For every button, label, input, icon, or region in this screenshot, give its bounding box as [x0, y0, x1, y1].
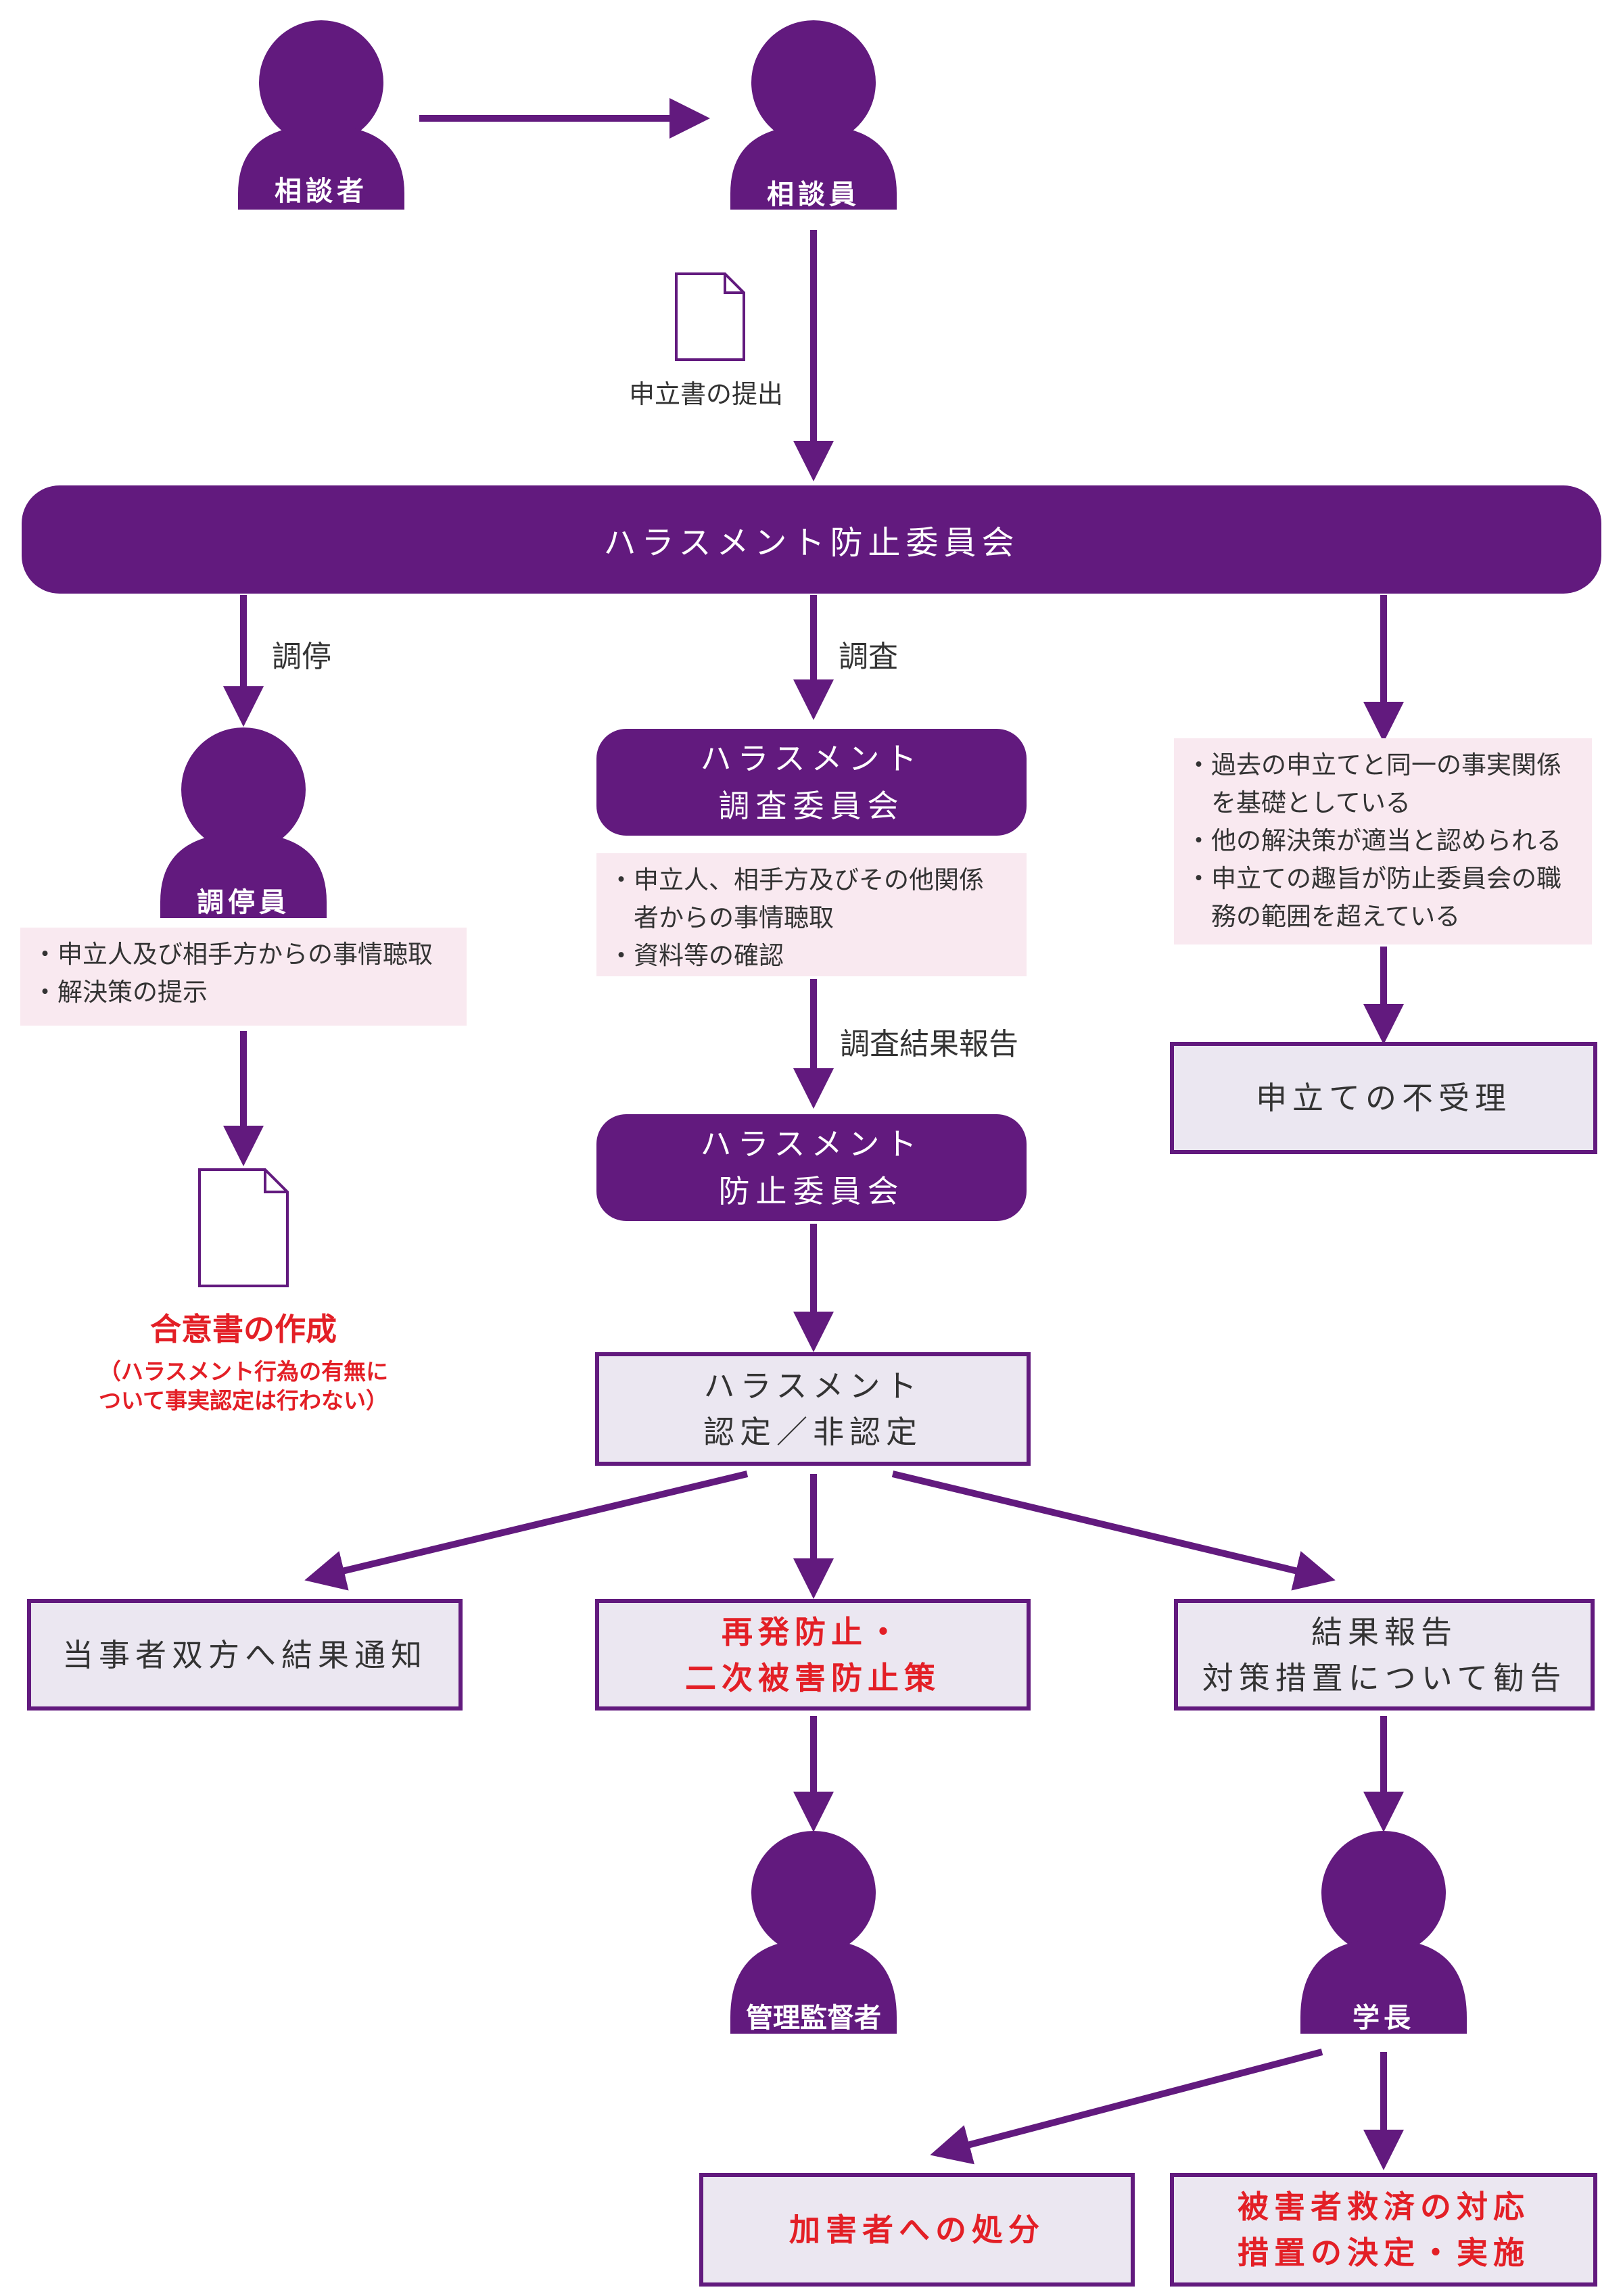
investigation-label: 調査 [839, 640, 898, 674]
consulter-label: 相談者 [275, 176, 368, 207]
notify-parties-box: 当事者双方へ結果通知 [27, 1599, 463, 1711]
investigation-task-item: 者からの事情聴取 [609, 903, 834, 932]
notify-parties-text: 当事者双方へ結果通知 [62, 1636, 427, 1673]
mediator-label: 調停員 [197, 887, 290, 918]
arrow-to-notify [304, 1470, 749, 1591]
prevention-committee-banner-text: ハラスメント防止委員会 [603, 524, 1020, 562]
rejection-criteria-note: ・過去の申立てと同一の事実関係 を基礎としている ・他の解決策が適当と認められる… [1174, 738, 1592, 944]
victim-relief-line1: 被害者救済の対応 [1238, 2189, 1530, 2225]
rejection-criteria-item: 務の範囲を超えている [1186, 902, 1461, 931]
prevention-measures-box: 再発防止・ 二次被害防止策 [595, 1599, 1031, 1711]
rejection-box: 申立ての不受理 [1170, 1042, 1597, 1154]
report-recommendation-line2: 対策措置について勧告 [1202, 1659, 1567, 1696]
agreement-subtitle-line1: （ハラスメント行為の有無に [98, 1358, 389, 1385]
victim-relief-line2: 措置の決定・実施 [1238, 2234, 1530, 2271]
consulter-person-icon [238, 20, 404, 210]
prevention-committee-line1: ハラスメント [700, 1126, 923, 1162]
report-recommendation-box: 結果報告 対策措置について勧告 [1174, 1599, 1595, 1711]
mediator-task-item: ・解決策の提示 [32, 978, 208, 1007]
investigation-task-item: ・申立人、相手方及びその他関係 [609, 865, 984, 894]
rejection-criteria-item: ・他の解決策が適当と認められる [1186, 826, 1561, 855]
prevention-measures-line2: 二次被害防止策 [685, 1659, 941, 1696]
rejection-criteria-item: ・申立ての趣旨が防止委員会の職 [1186, 864, 1561, 893]
investigation-committee-pill: ハラスメント 調査委員会 [596, 729, 1027, 836]
arrow-to-report [891, 1470, 1336, 1591]
discipline-text: 加害者への処分 [789, 2211, 1045, 2248]
mediator-person-icon [160, 727, 327, 918]
investigation-committee-line1: ハラスメント [700, 740, 923, 777]
application-document-icon [675, 272, 745, 361]
manager-label: 管理監督者 [746, 2003, 881, 2034]
investigation-tasks-note: ・申立人、相手方及びその他関係 者からの事情聴取 ・資料等の確認 [596, 853, 1027, 976]
submission-label: 申立書の提出 [629, 379, 784, 409]
arrow-to-discipline [930, 2049, 1323, 2165]
victim-relief-box: 被害者救済の対応 措置の決定・実施 [1170, 2173, 1597, 2287]
rejection-text: 申立ての不受理 [1256, 1080, 1511, 1116]
mediation-label: 調停 [272, 640, 331, 674]
counselor-person-icon [730, 20, 897, 210]
prevention-committee-pill: ハラスメント 防止委員会 [596, 1114, 1027, 1221]
rejection-criteria-item: を基礎としている [1186, 788, 1411, 817]
investigation-report-label: 調査結果報告 [840, 1027, 1018, 1061]
judgement-line2: 認定／非認定 [703, 1414, 922, 1450]
mediator-task-item: ・申立人及び相手方からの事情聴取 [32, 940, 433, 969]
mediator-tasks-note: ・申立人及び相手方からの事情聴取 ・解決策の提示 [20, 928, 467, 1026]
investigation-committee-line2: 調査委員会 [718, 788, 905, 824]
investigation-task-item: ・資料等の確認 [609, 941, 784, 970]
report-recommendation-line1: 結果報告 [1311, 1613, 1457, 1650]
counselor-label: 相談員 [767, 179, 860, 210]
judgement-line1: ハラスメント [703, 1368, 922, 1404]
rejection-criteria-item: ・過去の申立てと同一の事実関係 [1186, 750, 1561, 780]
discipline-box: 加害者への処分 [699, 2173, 1135, 2287]
manager-person-icon [730, 1831, 897, 2034]
president-person-icon [1300, 1831, 1467, 2034]
prevention-measures-line1: 再発防止・ [722, 1613, 904, 1650]
agreement-subtitle-line2: ついて事実認定は行わない） [98, 1387, 388, 1414]
judgement-box: ハラスメント 認定／非認定 [595, 1352, 1031, 1466]
agreement-title: 合意書の作成 [150, 1311, 337, 1347]
president-label: 学長 [1352, 2003, 1415, 2034]
agreement-document-icon [198, 1168, 289, 1287]
prevention-committee-banner: ハラスメント防止委員会 [22, 485, 1601, 594]
prevention-committee-line2: 防止委員会 [718, 1173, 905, 1210]
